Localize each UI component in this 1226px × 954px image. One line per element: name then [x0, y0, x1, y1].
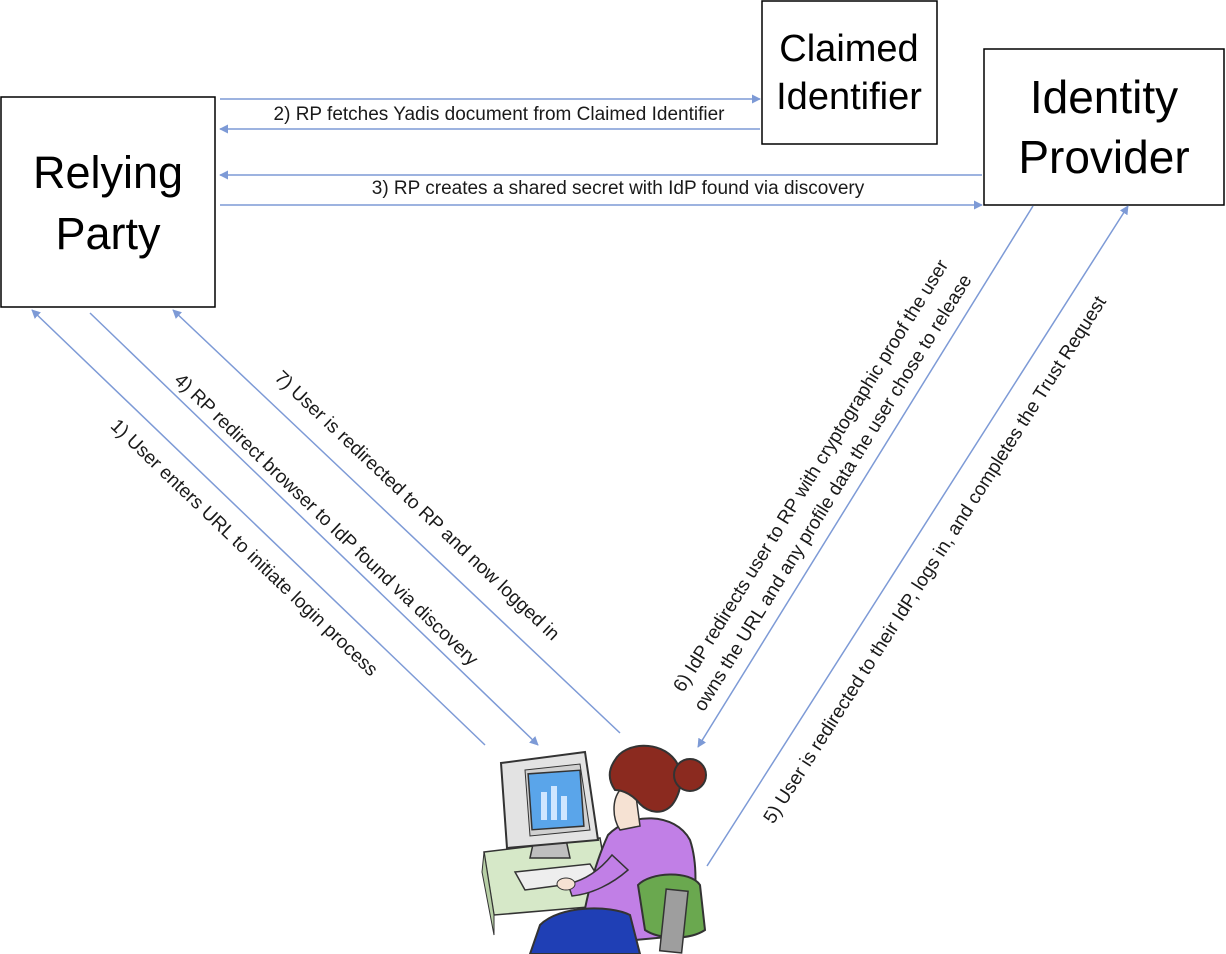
- arrow-step6: [697, 205, 1034, 748]
- claimed-identifier-label-line1: Claimed: [779, 28, 918, 70]
- claimed-identifier-label-line2: Identifier: [776, 76, 922, 118]
- identity-provider-label-line1: Identity: [1030, 71, 1178, 123]
- step6-label-line1: 6) IdP redirects user to RP with cryptog…: [670, 256, 954, 696]
- user-at-computer-icon: [481, 744, 707, 954]
- arrow-step5: [706, 205, 1129, 867]
- relying-party-label-line1: Relying: [33, 147, 183, 198]
- step2-label: 2) RP fetches Yadis document from Claime…: [274, 104, 726, 125]
- identity-provider-box: Identity Provider: [983, 48, 1225, 206]
- step3-label: 3) RP creates a shared secret with IdP f…: [372, 178, 865, 199]
- identity-provider-label-line2: Provider: [1018, 131, 1189, 183]
- relying-party-label-line2: Party: [55, 208, 161, 259]
- arrow-step1: [31, 309, 486, 746]
- arrow-step7: [172, 309, 621, 734]
- step6-label-line2: owns the URL and any profile data the us…: [690, 271, 976, 715]
- arrow-step4: [89, 312, 539, 746]
- relying-party-box: Relying Party: [0, 96, 216, 308]
- step5-label: 5) User is redirected to their IdP, logs…: [760, 292, 1112, 827]
- claimed-identifier-box: Claimed Identifier: [761, 0, 938, 145]
